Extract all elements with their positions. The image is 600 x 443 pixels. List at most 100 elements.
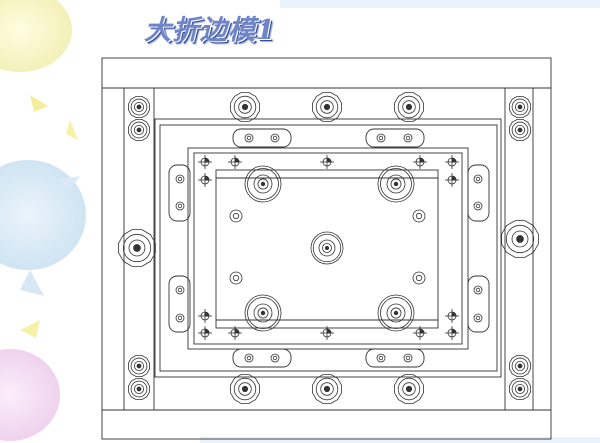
guide-bushing [244, 165, 282, 203]
hex-bolt-ring [402, 100, 416, 114]
rail-bolt-ring [133, 101, 145, 113]
slot-pin-hole [378, 355, 384, 361]
cavity-plate-inner [193, 152, 463, 345]
slot-pin-hole [405, 355, 411, 361]
slider-block-left-bottom [168, 275, 191, 333]
yellow-confetti [20, 320, 40, 338]
guide-bushing-ring [390, 178, 402, 190]
slider-pin-hole [475, 176, 481, 182]
guide-bushing-center [393, 181, 399, 187]
hex-bolt [230, 92, 260, 122]
rail-bolt-ring [133, 124, 145, 136]
pink-balloon-shape [0, 349, 60, 441]
core-pin-hole [415, 212, 423, 220]
rail-bolt-center [136, 363, 142, 369]
hex-bolt-center [323, 103, 331, 111]
center-bushing-center [324, 245, 329, 250]
rail-bolt-center [136, 386, 142, 392]
rail-bolt [508, 377, 531, 401]
guide-bushing-ring [253, 303, 273, 323]
slot-plate-bottom-right [365, 348, 425, 368]
side-bolt-right-ring [505, 224, 535, 254]
rail-bolt-ring [133, 360, 145, 372]
slot-pin [244, 133, 254, 143]
hex-bolt-ring [233, 95, 257, 119]
side-bolt-left-center [133, 244, 141, 252]
crosshair-mark-quadrant [234, 328, 240, 334]
slot-pin [403, 133, 413, 143]
rail-bolt-center [517, 104, 523, 110]
guide-bushing-center [260, 310, 266, 316]
slot-pin-hole [246, 135, 252, 141]
hex-bolt [394, 374, 424, 404]
slider-pin-hole [177, 176, 183, 182]
slider-pin [175, 313, 185, 323]
guide-bushing-ring [390, 307, 402, 319]
slider-pin [473, 201, 483, 211]
slot-pin-hole [405, 135, 411, 141]
side-bolt-left-ring [122, 233, 152, 263]
hex-bolt-ring [402, 382, 416, 396]
hex-bolt [230, 374, 260, 404]
rail-bolt-center [517, 363, 523, 369]
slide-title: 大折边模1 [144, 15, 276, 46]
side-bolt-right-center [516, 235, 524, 243]
hex-bolt-ring [320, 100, 334, 114]
slot-pin-hole [378, 135, 384, 141]
center-bushing [310, 231, 344, 265]
crosshair-mark-quadrant [204, 311, 210, 317]
rail-bolt [127, 377, 151, 401]
hex-bolt-center [241, 385, 249, 393]
cavity-plate [187, 147, 469, 350]
rail-bolt-ring [514, 360, 526, 372]
guide-bushing-center [260, 181, 266, 187]
rail-bolt [127, 96, 151, 118]
slot-pin [244, 353, 254, 363]
slider-block-right-bottom [467, 275, 490, 333]
slider-pin [473, 174, 483, 184]
rail-bolt-ring [514, 101, 526, 113]
core-pin [412, 209, 426, 223]
rail-bolt-center [517, 127, 523, 133]
hex-bolt [312, 374, 342, 404]
slot-pin [403, 353, 413, 363]
rail-bolt-ring [511, 98, 529, 116]
slider-pin [175, 174, 185, 184]
left-rail [123, 87, 155, 411]
crosshair-mark-quadrant [234, 157, 240, 163]
blue-balloon-shape [0, 160, 86, 270]
rail-bolt [508, 119, 531, 142]
guide-bushing [244, 294, 282, 332]
guide-bushing-ring [257, 307, 269, 319]
center-bushing-ring [318, 239, 336, 257]
hex-bolt [312, 92, 342, 122]
hex-bolt-ring [315, 95, 339, 119]
slider-block-right-top [467, 164, 490, 222]
crosshair-mark-quadrant [451, 157, 457, 163]
slot-pin [270, 133, 280, 143]
side-bolt-right [501, 220, 539, 258]
slot-plate-bottom-left [232, 348, 292, 368]
rail-bolt-ring [130, 98, 148, 116]
slider-pin-hole [475, 315, 481, 321]
hex-bolt-ring [315, 377, 339, 401]
slider-block-left-top [168, 164, 191, 222]
slot-plate-top-right [365, 128, 425, 148]
rail-bolt [127, 119, 151, 142]
yellow-confetti [30, 95, 48, 112]
bottom-highlight-band [200, 437, 600, 443]
hex-bolt-ring [233, 377, 257, 401]
guide-bushing-ring [380, 297, 412, 329]
rail-bolt [508, 354, 531, 378]
guide-bushing-center [393, 310, 399, 316]
hex-bolt-ring [238, 382, 252, 396]
rail-bolt [127, 354, 151, 378]
center-bushing-ring [312, 233, 342, 263]
slider-pin-hole [177, 287, 183, 293]
rail-bolt-center [136, 127, 142, 133]
rail-bolt-ring [130, 357, 148, 375]
blue-balloon-tail [20, 270, 44, 296]
middle-frame-inner [159, 124, 498, 372]
slot-plate-top-left [232, 128, 292, 148]
